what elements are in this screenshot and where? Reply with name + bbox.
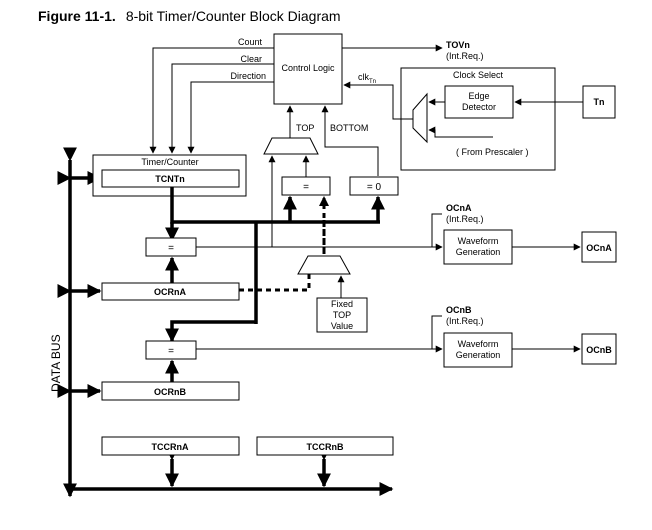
data-bus: DATA BUS: [49, 147, 394, 498]
ocrb-compare-box: [145, 340, 197, 360]
waveform-b-box: [443, 332, 513, 368]
direction-label: Direction: [230, 71, 266, 81]
top-label: TOP: [296, 123, 314, 133]
top-mux: [263, 137, 319, 155]
top-compare-symbol: =: [303, 182, 309, 193]
tcnt-label: TCNTn: [155, 174, 185, 184]
fixed-top-line2: TOP: [333, 310, 351, 320]
waveform-b-line2: Generation: [456, 350, 501, 360]
ocrb-note: (Int.Req.): [446, 316, 484, 326]
clear-label: Clear: [240, 54, 262, 64]
waveform-b-line1: Waveform: [458, 339, 499, 349]
fixed-top-box: [316, 297, 368, 333]
tccrb-label: TCCRnB: [307, 442, 344, 452]
data-bus-label: DATA BUS: [49, 334, 63, 392]
tov-flag: TOVn: [446, 40, 470, 50]
figure-caption: 8-bit Timer/Counter Block Diagram: [125, 8, 341, 24]
control-logic-label: Control Logic: [281, 63, 335, 73]
fixed-top-line3: Value: [331, 321, 353, 331]
timer-counter-title: Timer/Counter: [141, 157, 198, 167]
bottom-compare-box: [349, 176, 399, 196]
ocrb-label: OCRnB: [154, 387, 186, 397]
tccra-label: TCCRnA: [152, 442, 189, 452]
ocrb-compare-symbol: =: [168, 346, 174, 357]
waveform-a-line1: Waveform: [458, 236, 499, 246]
ocra-note: (Int.Req.): [446, 214, 484, 224]
ocra-register: [101, 282, 240, 301]
edge-detector-line2: Detector: [462, 102, 496, 112]
count-label: Count: [238, 37, 263, 47]
tccra-register: [101, 436, 240, 456]
clk-label: clkTn: [358, 72, 376, 85]
clock-select-title: Clock Select: [453, 70, 504, 80]
tov-note: (Int.Req.): [446, 51, 484, 61]
ocrb-register: [101, 381, 240, 401]
waveform-a-line2: Generation: [456, 247, 501, 257]
oca-output-label: OCnA: [586, 243, 612, 253]
ocra-mux: [297, 255, 351, 275]
tccrb-register: [256, 436, 394, 456]
clock-mux: [412, 92, 428, 144]
control-logic-box: [273, 33, 343, 105]
figure-label: Figure 11-1.: [38, 8, 116, 24]
ocrb-flag: OCnB: [446, 305, 472, 315]
edge-detector-line1: Edge: [468, 91, 489, 101]
waveform-a-box: [443, 229, 513, 265]
tn-box: [582, 85, 616, 119]
ocb-output-label: OCnB: [586, 345, 612, 355]
figure-title: Figure 11-1. 8-bit Timer/Counter Block Di…: [38, 8, 341, 24]
oca-output-box: [581, 231, 617, 263]
ocra-label: OCRnA: [154, 287, 186, 297]
bottom-label: BOTTOM: [330, 123, 368, 133]
fixed-top-line1: Fixed: [331, 299, 353, 309]
tn-label: Tn: [594, 97, 605, 107]
ocra-compare-symbol: =: [168, 243, 174, 254]
ocb-output-box: [581, 333, 617, 365]
ocra-flag: OCnA: [446, 203, 472, 213]
prescaler-label: ( From Prescaler ): [456, 147, 529, 157]
bottom-compare-symbol: = 0: [367, 182, 382, 193]
